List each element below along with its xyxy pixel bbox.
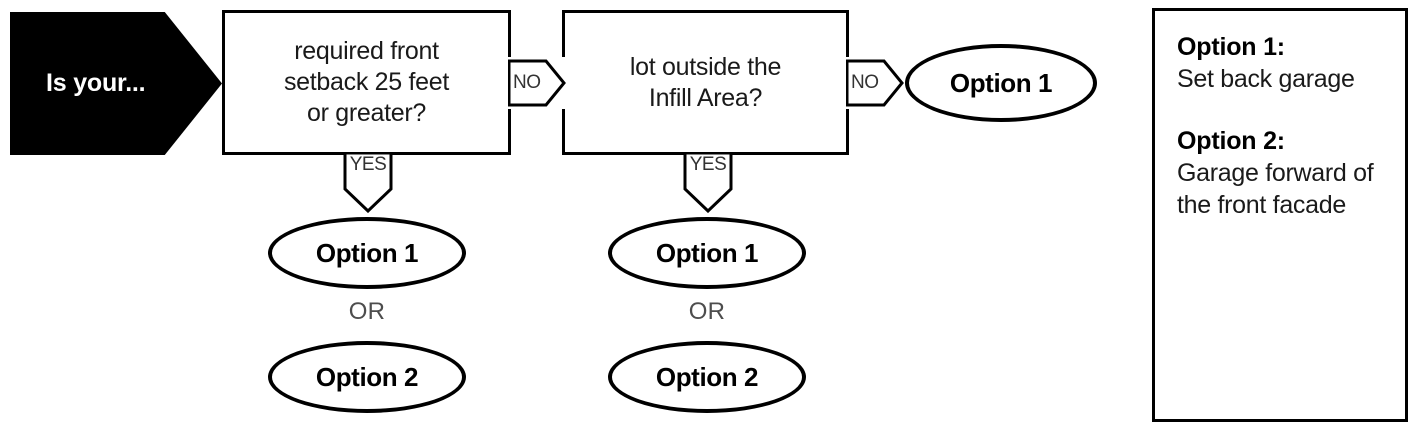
legend-item-option2-description: Garage forward of the front facade bbox=[1177, 159, 1374, 219]
arrow-down-icon bbox=[343, 153, 393, 213]
or-separator-branch-a: OR bbox=[348, 298, 386, 325]
decision-setback-line-1: required front bbox=[294, 37, 439, 66]
connector-yes-setback: YES bbox=[343, 153, 393, 213]
decision-box-infill-text: lot outside the Infill Area? bbox=[624, 52, 787, 114]
connector-no-setback-to-infill: NO bbox=[508, 57, 566, 109]
arrow-right-icon bbox=[508, 59, 566, 107]
decision-infill-line-2: Infill Area? bbox=[648, 83, 763, 112]
connector-yes-infill-label: YES bbox=[689, 154, 727, 175]
legend-panel: Option 1: Set back garage Option 2: Gara… bbox=[1152, 8, 1408, 422]
connector-no-infill-to-option1: NO bbox=[846, 57, 904, 109]
outcome-label: Option 1 bbox=[655, 237, 759, 268]
legend-item-option1-description: Set back garage bbox=[1177, 65, 1355, 93]
outcome-label: Option 1 bbox=[315, 237, 419, 268]
decision-box-setback: required front setback 25 feet or greate… bbox=[222, 10, 511, 155]
outcome-oval-branch-b-option2: Option 2 bbox=[608, 341, 806, 413]
connector-yes-setback-label: YES bbox=[349, 154, 387, 175]
outcome-oval-branch-a-option2: Option 2 bbox=[268, 341, 466, 413]
or-separator-branch-b: OR bbox=[688, 298, 726, 325]
outcome-label: Option 2 bbox=[655, 361, 759, 392]
connector-no-setback-label: NO bbox=[513, 72, 541, 93]
legend-item-option2-title: Option 2: bbox=[1177, 127, 1285, 155]
decision-setback-line-3: or greater? bbox=[307, 98, 426, 127]
outcome-oval-branch-b-option1: Option 1 bbox=[608, 217, 806, 289]
decision-setback-line-2: setback 25 feet bbox=[283, 68, 450, 97]
connector-yes-infill: YES bbox=[683, 153, 733, 213]
legend-item-option1-title: Option 1: bbox=[1177, 33, 1285, 61]
start-pentagon-label: Is your... bbox=[46, 69, 146, 97]
connector-no-infill-label: NO bbox=[851, 72, 879, 93]
legend-item-option1: Option 1: Set back garage bbox=[1177, 31, 1405, 95]
legend-item-option2: Option 2: Garage forward of the front fa… bbox=[1177, 125, 1405, 221]
arrow-right-icon bbox=[846, 59, 904, 107]
outcome-oval-branch-a-option1: Option 1 bbox=[268, 217, 466, 289]
start-pentagon: Is your... bbox=[10, 12, 222, 155]
arrow-down-icon bbox=[683, 153, 733, 213]
outcome-label: Option 2 bbox=[315, 361, 419, 392]
outcome-oval-branch-c-option1: Option 1 bbox=[905, 44, 1097, 122]
outcome-label: Option 1 bbox=[949, 67, 1053, 98]
decision-box-infill: lot outside the Infill Area? bbox=[562, 10, 849, 155]
decision-box-setback-text: required front setback 25 feet or greate… bbox=[278, 36, 455, 128]
decision-infill-line-1: lot outside the bbox=[629, 52, 782, 81]
